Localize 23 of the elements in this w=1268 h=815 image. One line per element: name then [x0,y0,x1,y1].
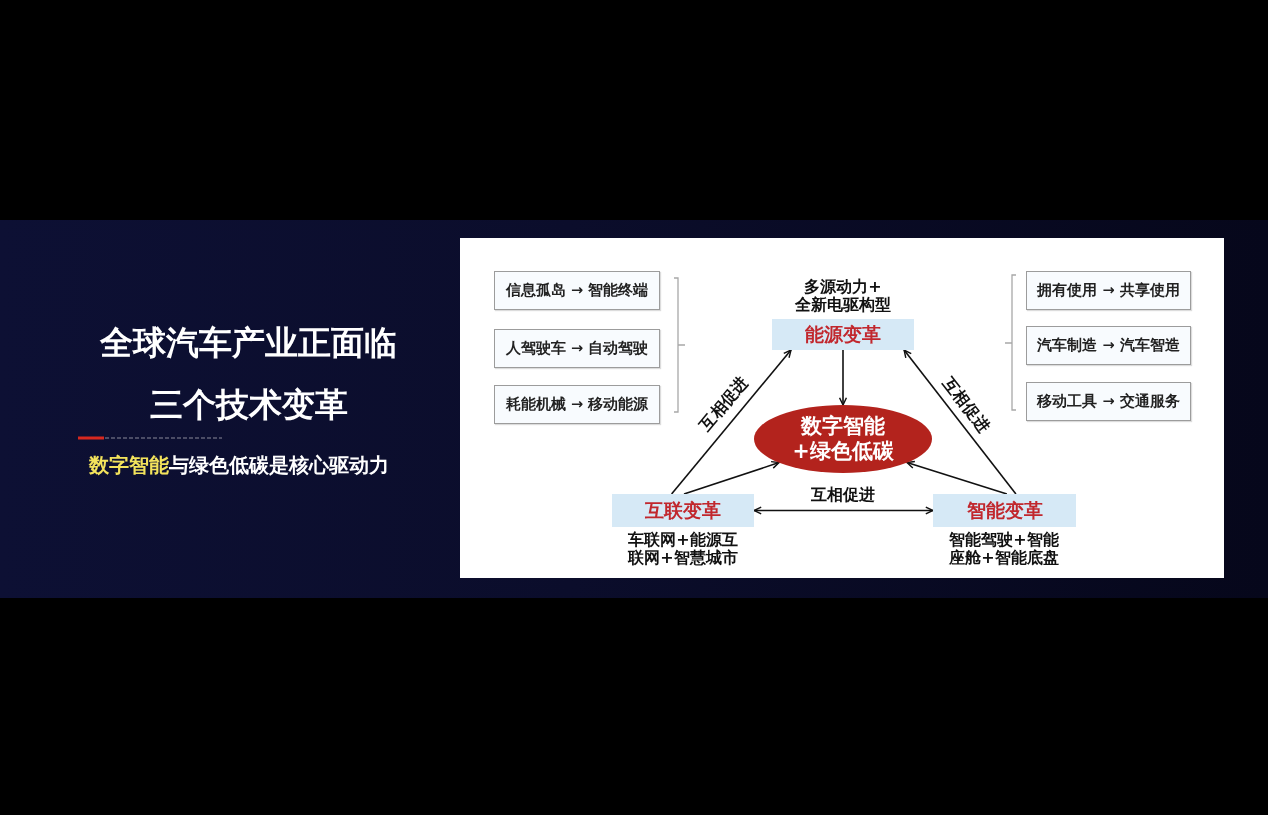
process-box: 移动工具 → 交通服务 [1026,382,1191,421]
process-box: 耗能机械 → 移动能源 [494,385,660,424]
box-caption: 智能驾驶+智能座舱+智能底盘 [948,531,1060,567]
box-caption: 多源动力+全新电驱构型 [794,278,892,314]
arrow [753,506,934,515]
arrow [670,349,792,495]
process-box: 拥有使用 → 共享使用 [1026,271,1191,310]
slide-title: 全球汽车产业正面临三个技术变革 [99,322,398,426]
subtitle: 数字智能与绿色低碳是核心驱动力 [89,453,389,477]
heading-box: 互联变革 [612,494,754,527]
arrow [906,460,1008,495]
box-caption: 车联网+能源互联网+智慧城市 [627,531,739,567]
process-box: 信息孤岛 → 智能终端 [494,271,660,310]
heading-box: 智能变革 [933,494,1076,527]
edge-label: 互相促进 [939,374,993,436]
edge-label: 互相促进 [696,373,752,435]
heading-box: 能源变革 [772,319,914,350]
process-box: 汽车制造 → 汽车智造 [1026,326,1191,365]
edge-label: 互相促进 [811,486,875,504]
arrow [838,349,848,406]
arrow [683,460,780,495]
process-box: 人驾驶车 → 自动驾驶 [494,329,660,368]
arrow [903,349,1017,495]
